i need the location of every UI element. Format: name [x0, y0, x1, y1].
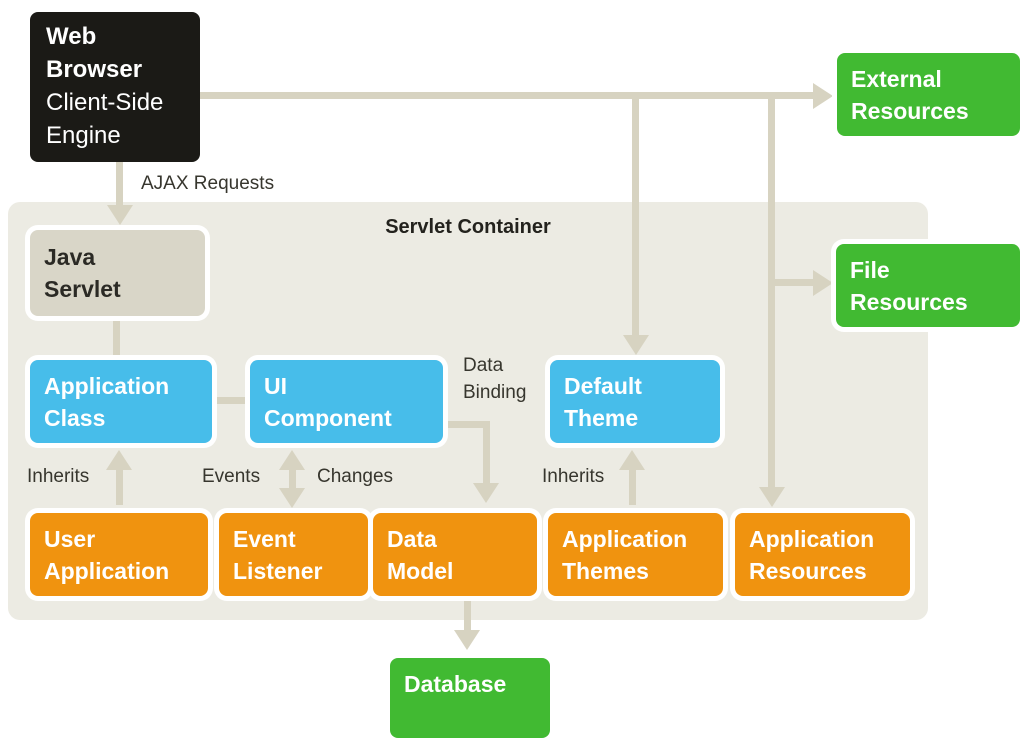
connector-file-branch: [775, 279, 813, 286]
web-browser-title-line2: Browser: [46, 56, 143, 83]
external-resources-box: External Resources: [837, 53, 1020, 136]
events-label: Events: [202, 466, 261, 487]
arrowhead-external-resources: [813, 83, 833, 109]
java-servlet-label-line1: Java: [44, 244, 96, 270]
connector-database: [464, 598, 471, 632]
arrowhead-java-servlet: [107, 205, 133, 225]
inherits-right-label: Inherits: [542, 466, 605, 487]
web-browser-subtitle-line2: Engine: [46, 122, 121, 149]
user-application-label-line2: Application: [44, 557, 170, 584]
arrowhead-default-theme: [623, 335, 649, 355]
connector-databinding-vertical: [483, 421, 490, 483]
ajax-requests-label: AJAX Requests: [141, 173, 275, 194]
event-listener-label-line1: Event: [233, 525, 296, 552]
default-theme-box: Default Theme: [550, 360, 720, 443]
external-resources-label-line1: External: [851, 65, 942, 92]
application-class-label-line2: Class: [44, 404, 106, 431]
application-themes-label-line2: Themes: [562, 557, 649, 584]
application-class-label-line1: Application: [44, 372, 170, 399]
arrowhead-events-down: [279, 488, 305, 508]
arrowhead-inherits-right: [619, 450, 645, 470]
connector-browser-to-external: [200, 92, 815, 99]
changes-label: Changes: [317, 466, 394, 487]
application-themes-label-line1: Application: [562, 525, 688, 552]
connector-inherits-right: [629, 468, 636, 505]
default-theme-label-line1: Default: [564, 372, 642, 399]
file-resources-label-line2: Resources: [850, 288, 968, 315]
arrowhead-inherits-left: [106, 450, 132, 470]
database-label: Database: [404, 671, 507, 697]
arrowhead-application-resources: [759, 487, 785, 507]
data-model-label-line2: Model: [387, 557, 454, 584]
application-resources-label-line2: Resources: [749, 557, 867, 584]
connector-databinding-horizontal: [443, 421, 488, 428]
connector-events-changes: [289, 466, 296, 492]
inherits-left-label: Inherits: [27, 466, 90, 487]
data-binding-label-line2: Binding: [463, 382, 527, 403]
database-box: Database: [390, 658, 550, 738]
user-application-label-line1: User: [44, 525, 96, 552]
ui-component-box: UI Component: [250, 360, 443, 443]
arrowhead-data-model: [473, 483, 499, 503]
connector-ajax: [116, 162, 123, 207]
application-resources-box: Application Resources: [735, 513, 910, 596]
connector-servlet-to-application-class: [113, 317, 120, 360]
external-resources-label-line2: Resources: [851, 97, 969, 124]
web-browser-title-line1: Web: [46, 23, 97, 50]
event-listener-box: Event Listener: [219, 513, 368, 596]
application-class-box: Application Class: [30, 360, 212, 443]
arrowhead-database: [454, 630, 480, 650]
ui-component-label-line2: Component: [264, 404, 392, 431]
file-resources-box: File Resources: [836, 244, 1020, 327]
ui-component-label-line1: UI: [264, 372, 287, 399]
application-themes-box: Application Themes: [548, 513, 723, 596]
arrowhead-events-up: [279, 450, 305, 470]
connector-class-to-ui-component: [212, 397, 250, 404]
data-binding-label: Data Binding: [463, 352, 526, 406]
default-theme-label-line2: Theme: [564, 404, 639, 431]
event-listener-label-line2: Listener: [233, 557, 323, 584]
connector-drop-default-theme: [632, 92, 639, 335]
data-binding-label-line1: Data: [463, 355, 504, 376]
arrowhead-file-resources: [813, 270, 833, 296]
connector-inherits-left: [116, 468, 123, 505]
web-browser-box: Web Browser Client-Side Engine: [30, 12, 200, 162]
data-model-box: Data Model: [373, 513, 537, 596]
connector-drop-application-resources: [768, 92, 775, 487]
user-application-box: User Application: [30, 513, 208, 596]
file-resources-label-line1: File: [850, 256, 890, 283]
data-model-label-line1: Data: [387, 525, 437, 552]
application-resources-label-line1: Application: [749, 525, 875, 552]
servlet-container-title: Servlet Container: [385, 216, 551, 238]
java-servlet-label-line2: Servlet: [44, 276, 121, 302]
web-browser-subtitle-line1: Client-Side: [46, 89, 164, 116]
java-servlet-box: Java Servlet: [30, 230, 205, 316]
